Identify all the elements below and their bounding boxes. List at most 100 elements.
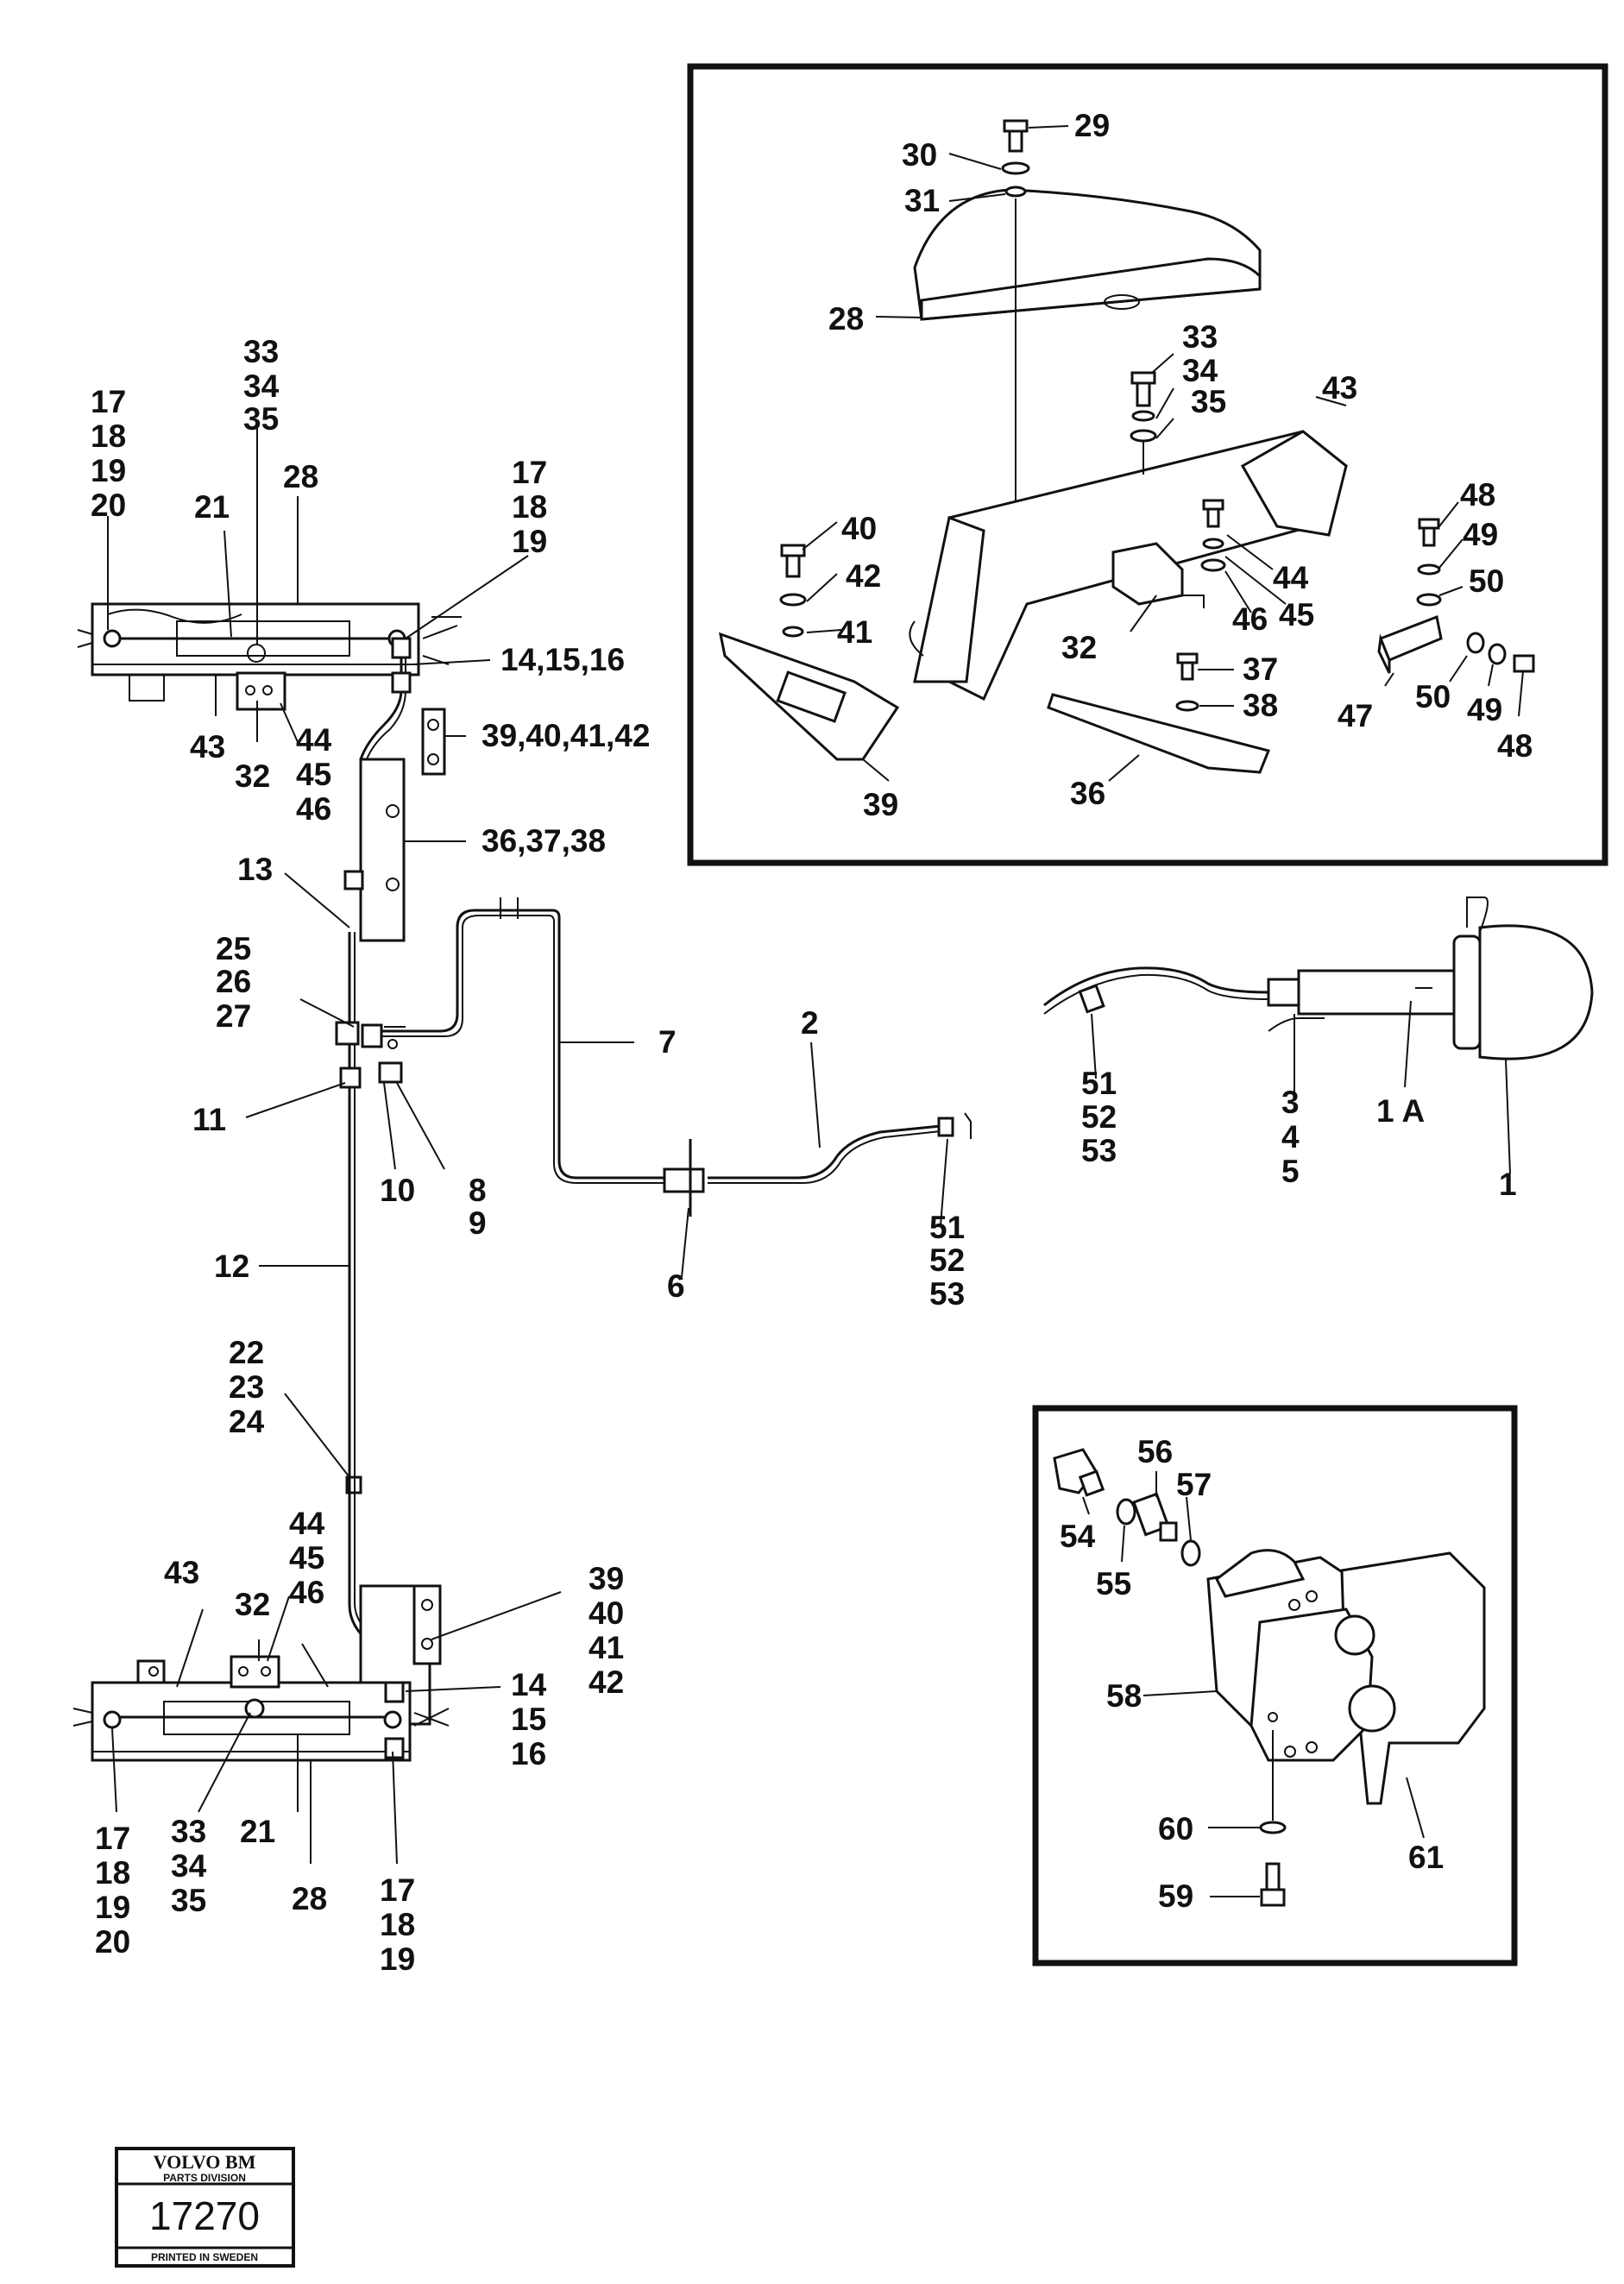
callout: 33 [243,334,279,369]
bolt-stack-40-42-drawing [779,544,807,638]
washer-60-drawing [1259,1821,1287,1834]
upper-frame-assembly [77,602,462,942]
callout: 49 [1467,692,1502,727]
brake-actuator-drawing [1043,897,1594,1060]
callout: 22 [229,1335,264,1370]
callout: 21 [240,1814,275,1849]
clip-32-drawing [1111,542,1205,608]
stamp-division: PARTS DIVISION [163,2172,246,2184]
bolt-stack-29-31-drawing [1001,119,1030,509]
callout: 12 [214,1249,249,1284]
callout: 42 [589,1664,624,1700]
callout: 18 [91,418,126,454]
callout: 19 [95,1890,130,1925]
callout: 46 [289,1575,324,1610]
callout: 19 [380,1941,415,1977]
callout: 31 [904,183,940,218]
callout: 32 [1061,630,1097,665]
callout: 35 [243,401,279,437]
volvo-bm-stamp: VOLVO BM PARTS DIVISION 17270 PRINTED IN… [115,2147,295,2268]
callout: 32 [235,758,270,794]
callout: 5 [1281,1154,1300,1189]
bracket-39-drawing [719,632,900,761]
callout: 18 [95,1855,130,1891]
callout: 43 [1322,370,1357,406]
callout: 44 [296,722,332,758]
callout: 1 [1499,1167,1517,1202]
callout: 16 [511,1736,546,1771]
callout: 25 [216,931,251,966]
callout: 41 [589,1630,624,1665]
callout: 48 [1460,477,1495,513]
seal-57-drawing [1180,1539,1201,1567]
callout: 51 [929,1210,965,1245]
callout: 54 [1060,1519,1096,1554]
callout: 61 [1408,1840,1444,1875]
callout: 44 [1273,560,1309,595]
callout: 1 A [1376,1093,1425,1129]
callout: 55 [1096,1566,1131,1601]
callout: 13 [237,852,273,887]
callout: 30 [902,137,937,173]
callout: 7 [658,1024,677,1060]
plate-36-drawing [1047,693,1271,774]
callout: 27 [216,998,251,1034]
callout: 14,15,16 [500,642,625,677]
callout: 29 [1074,108,1110,143]
callout: 45 [289,1540,324,1576]
bolt-stack-44-46-drawing [1200,499,1226,572]
valve-56-drawing [1132,1492,1178,1542]
callout: 53 [929,1276,965,1312]
callout: 28 [283,459,318,494]
callout: 53 [1081,1133,1117,1168]
callout: 36 [1070,776,1105,811]
callout: 14 [511,1667,547,1702]
callout: 45 [1279,597,1314,632]
callout: 57 [1176,1467,1212,1502]
callout: 26 [216,964,251,999]
callout: 38 [1243,688,1278,723]
callout: 59 [1158,1878,1193,1914]
callout: 19 [91,453,126,488]
callout: 46 [1232,601,1268,637]
seal-55-drawing [1116,1498,1136,1526]
callout: 36,37,38 [482,823,606,859]
callout: 11 [192,1102,226,1137]
leader-lines-main [107,425,1511,1865]
callout: 17 [512,455,547,490]
callout: 4 [1281,1119,1300,1155]
housing-58-drawing [1206,1549,1486,1805]
callout: 2 [801,1005,819,1041]
stamp-number: 17270 [149,2193,260,2238]
callout: 34 [1182,353,1218,388]
plug-54-drawing [1053,1448,1105,1497]
callout: 8 [469,1173,487,1208]
callout: 40 [589,1595,624,1631]
leader-lines-inset1 [802,125,1524,782]
bolt-stack-48-50-drawing [1416,518,1535,673]
brake-line-pipes [335,870,1325,1683]
callout: 6 [667,1268,685,1304]
callout: 34 [243,368,280,404]
stamp-printed: PRINTED IN SWEDEN [151,2251,258,2263]
callout: 43 [190,729,225,764]
callout: 44 [289,1506,325,1541]
callout: 34 [171,1848,207,1884]
callout: 17 [95,1821,130,1856]
callout: 52 [929,1243,965,1278]
callout: 20 [95,1924,130,1960]
callout: 39 [863,787,898,822]
callout: 48 [1497,728,1533,764]
lower-frame-assembly [72,1584,450,1762]
callout: 39,40,41,42 [482,718,650,753]
callout: 3 [1281,1085,1300,1120]
callout: 49 [1463,517,1498,552]
stamp-brand: VOLVO BM [154,2151,256,2173]
callout: 50 [1415,679,1451,714]
callout: 9 [469,1205,487,1241]
callout: 10 [380,1173,415,1208]
callout: 56 [1137,1434,1173,1469]
bracket-47-drawing [1377,614,1443,674]
callout: 24 [229,1404,265,1439]
